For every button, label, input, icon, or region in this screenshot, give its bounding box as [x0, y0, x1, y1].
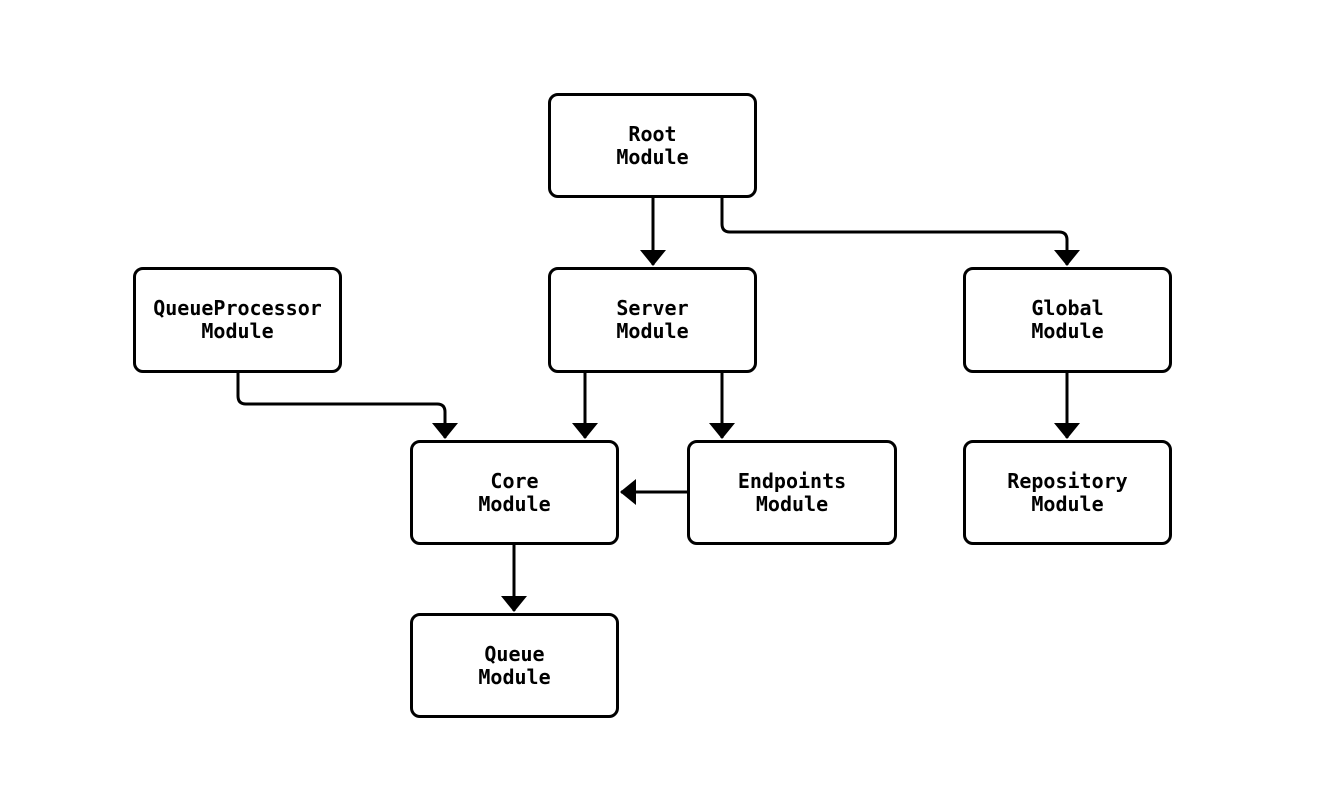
- node-global-module: Global Module: [963, 267, 1172, 373]
- node-queue-module: Queue Module: [410, 613, 619, 718]
- node-core-module: Core Module: [410, 440, 619, 545]
- edge-queueprocessor-to-core: [236, 373, 458, 439]
- node-queueprocessor-module: QueueProcessor Module: [133, 267, 342, 373]
- node-server-module: Server Module: [548, 267, 757, 373]
- node-repository-module: Repository Module: [963, 440, 1172, 545]
- node-endpoints-module: Endpoints Module: [687, 440, 897, 545]
- edge-root-to-global: [720, 198, 1080, 266]
- node-root-module: Root Module: [548, 93, 757, 198]
